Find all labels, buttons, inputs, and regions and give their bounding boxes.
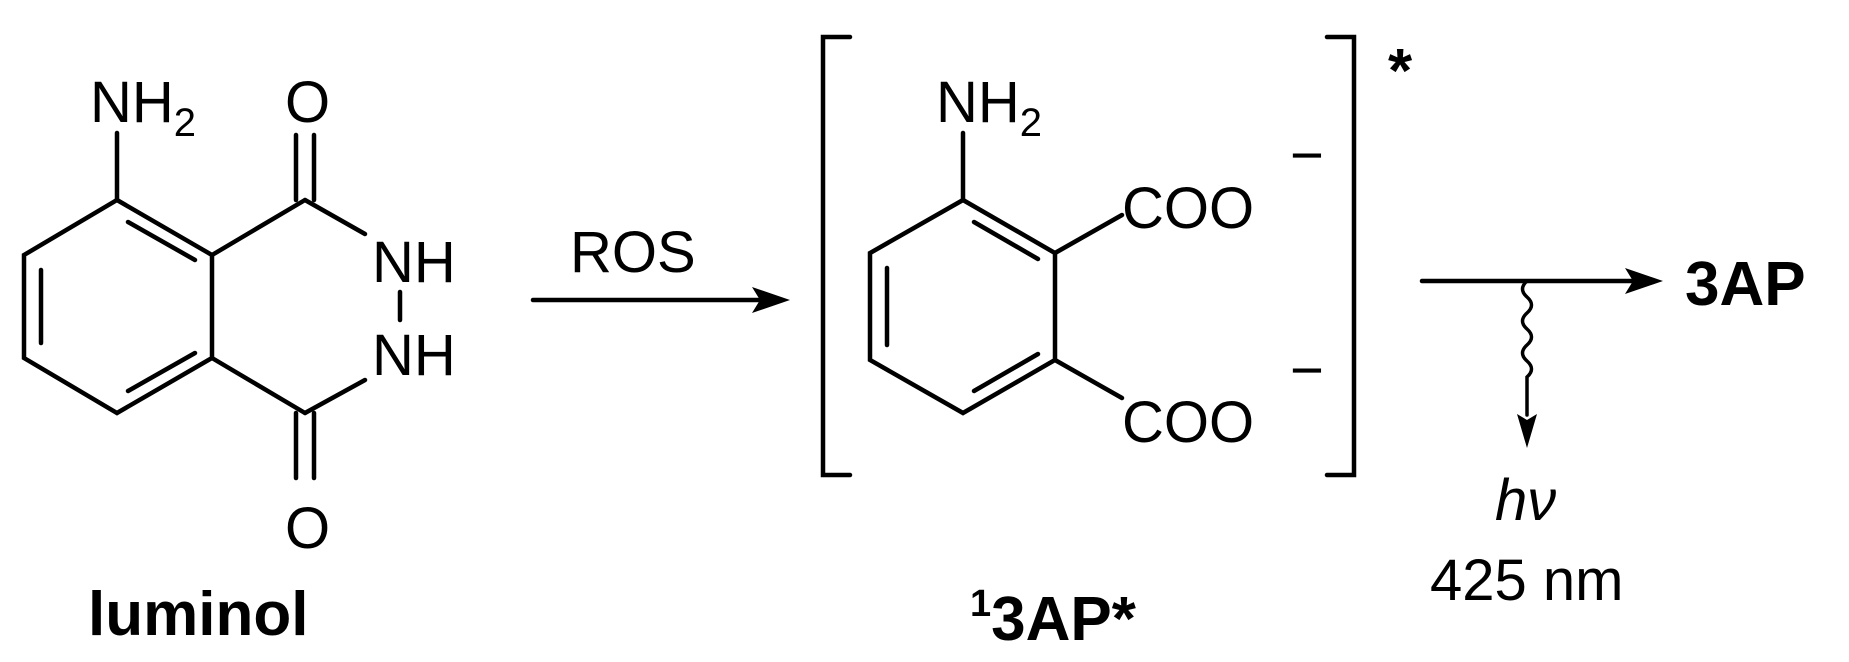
carboxylate-bottom-charge: −: [1290, 338, 1324, 403]
luminol-benzene-ring: [21, 197, 215, 416]
luminol-oxygen-bottom: O: [285, 496, 330, 561]
left-bracket: [820, 34, 853, 478]
photon-arrow-head: [1517, 414, 1537, 448]
product-name: 3AP: [1685, 250, 1806, 319]
carboxylate-top-charge: −: [1290, 123, 1324, 188]
reaction-arrow-ros: ROS: [530, 220, 790, 313]
luminol-oxygen-top: O: [285, 70, 330, 135]
luminol-ring-bond: [209, 355, 308, 416]
luminol-aromatic-line: [125, 219, 198, 263]
emission-symbol: hν: [1495, 468, 1556, 533]
arrow-head: [1625, 268, 1663, 294]
intermediate-carboxylate-bond: [1052, 212, 1125, 256]
emission-wavelength: 425 nm: [1430, 548, 1623, 613]
luminol-amine-label: NH2: [90, 70, 196, 145]
carboxylate-top-label: COO: [1122, 176, 1254, 241]
luminol-ring-bond: [302, 197, 368, 237]
intermediate-benzene-ring: [867, 197, 1058, 416]
right-bracket: [1324, 34, 1357, 478]
reagent-label: ROS: [570, 220, 696, 285]
arrow-head: [752, 287, 790, 313]
luminol-nh-bottom: NH: [372, 323, 456, 388]
intermediate-aromatic-line: [971, 351, 1041, 394]
luminol-ring-bond: [209, 197, 308, 258]
intermediate-aromatic-line: [971, 219, 1041, 262]
luminol-name: luminol: [88, 580, 308, 649]
intermediate-amine-label: NH2: [936, 70, 1042, 145]
emission-arrow: hν 425 nm: [1419, 268, 1663, 613]
intermediate-structure: * NH2 COO − COO − 13AP*: [820, 34, 1413, 654]
luminol-nh-top: NH: [372, 230, 456, 295]
photon-wavy-line: [1520, 279, 1534, 417]
excited-state-asterisk: *: [1388, 37, 1413, 106]
luminol-ring-bond: [302, 377, 368, 416]
luminol-aromatic-line: [125, 350, 198, 394]
luminol-structure: NH2 O O NH NH luminol: [21, 70, 456, 649]
carboxylate-bottom-label: COO: [1122, 390, 1254, 455]
intermediate-carboxylate-bond: [1052, 357, 1125, 401]
intermediate-name: 13AP*: [970, 583, 1137, 654]
